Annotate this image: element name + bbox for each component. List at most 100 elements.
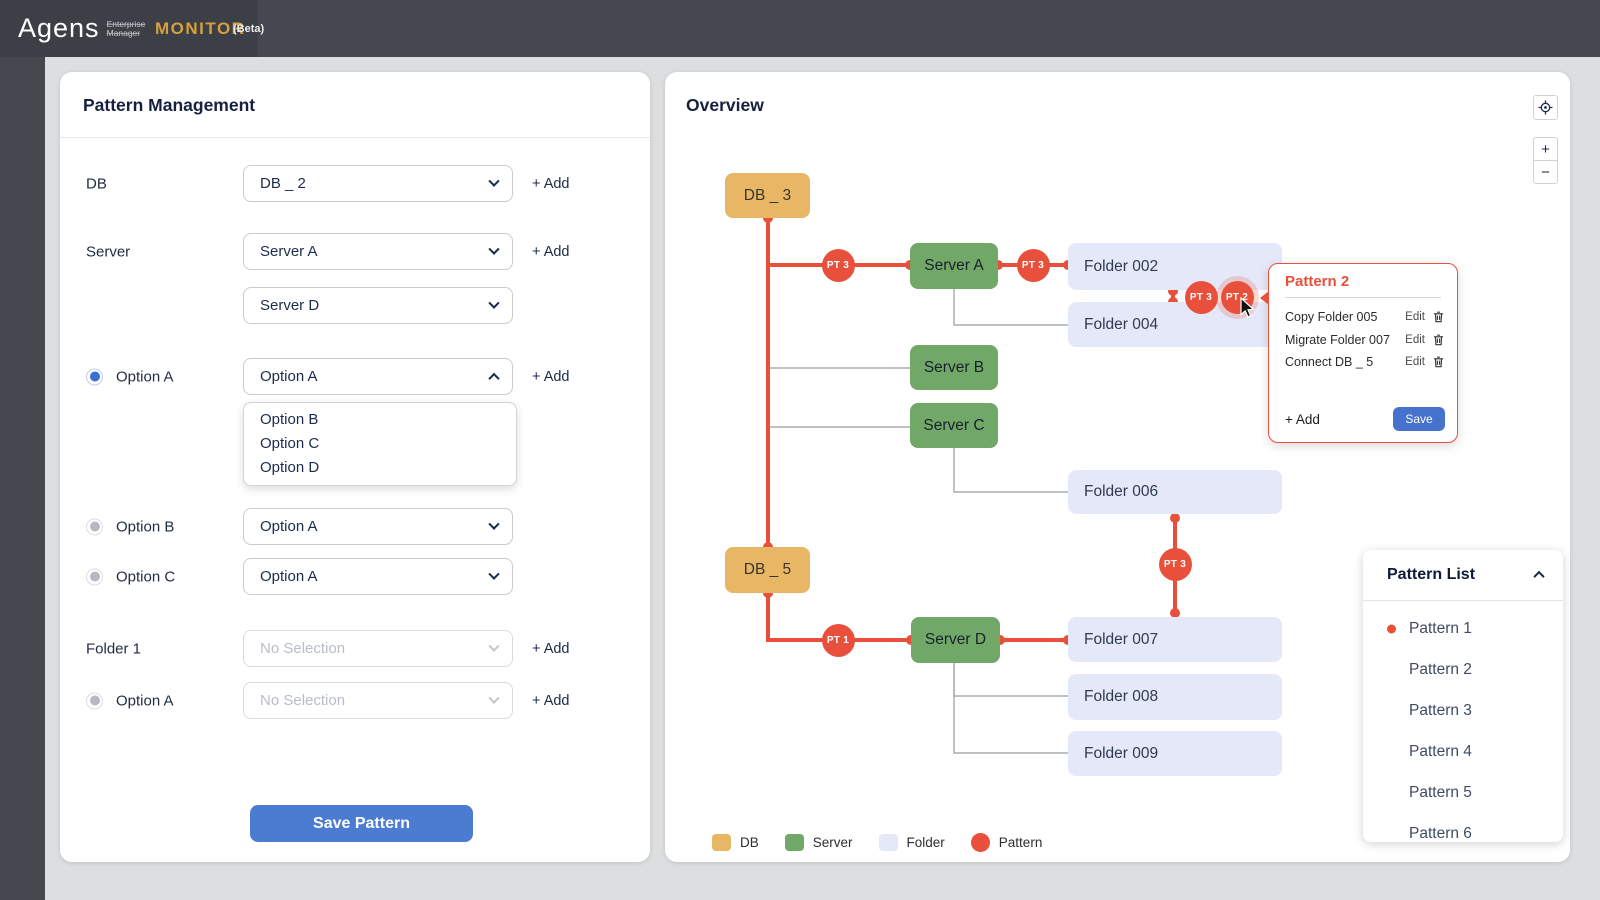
trash-icon[interactable] <box>1433 311 1444 323</box>
node-serverA[interactable]: Server A <box>910 243 998 289</box>
chevron-down-icon <box>488 297 500 309</box>
pattern-list-item[interactable]: Pattern 1 <box>1363 608 1563 649</box>
fit-view-button[interactable] <box>1533 95 1558 120</box>
option-item-d[interactable]: Option D <box>260 459 320 476</box>
pattern-step-name: Connect DB _ 5 <box>1285 355 1374 370</box>
add-folder-option-button[interactable]: + Add <box>532 692 570 709</box>
server-dropdown[interactable]: Server A <box>243 233 513 270</box>
pattern-list-item-label: Pattern 2 <box>1409 660 1472 678</box>
pattern-badge[interactable]: PT 1 <box>821 623 855 657</box>
pattern-popup: Pattern 2 Copy Folder 005 Edit Migrate F… <box>1260 263 1458 443</box>
pattern-list-item-label: Pattern 5 <box>1409 783 1472 801</box>
trash-icon[interactable] <box>1433 334 1444 346</box>
server-dropdown-value: Server A <box>260 243 318 260</box>
db-dropdown[interactable]: DB _ 2 <box>243 165 513 202</box>
chevron-down-icon <box>488 175 500 187</box>
popup-arrow-icon <box>1260 291 1269 305</box>
add-option-a-button[interactable]: + Add <box>532 368 570 385</box>
node-folder009[interactable]: Folder 009 <box>1068 731 1282 776</box>
server-d-dropdown[interactable]: Server D <box>243 287 513 324</box>
folder-option-a-dropdown-value: No Selection <box>260 692 346 709</box>
server-label: Server <box>86 243 131 260</box>
form-row-option-c: Option C Option A <box>60 558 650 595</box>
node-folder002[interactable]: Folder 002 <box>1068 243 1282 290</box>
pattern-management-title: Pattern Management <box>83 95 256 115</box>
pattern-badge[interactable]: PT 2 <box>1220 280 1254 314</box>
form-row-folder-1: Folder 1 No Selection + Add <box>60 630 650 667</box>
pattern-management-form: DB DB _ 2 + Add Server Server A + Add Se… <box>60 72 650 862</box>
form-row-folder-option-a: Option A No Selection + Add <box>60 682 650 719</box>
node-db3[interactable]: DB _ 3 <box>725 173 810 218</box>
pattern-list-header[interactable]: Pattern List <box>1363 550 1563 601</box>
add-folder-button[interactable]: + Add <box>532 640 570 657</box>
node-folder004[interactable]: Folder 004 <box>1068 302 1282 347</box>
add-server-button[interactable]: + Add <box>532 243 570 260</box>
option-a-dropdown-value: Option A <box>260 368 318 385</box>
option-c-dropdown[interactable]: Option A <box>243 558 513 595</box>
node-serverB[interactable]: Server B <box>910 345 998 390</box>
pattern-badge[interactable]: PT 3 <box>821 248 855 282</box>
zoom-in-button[interactable]: + <box>1533 137 1558 161</box>
left-sidebar <box>0 57 45 900</box>
beta-tag: (Beta) <box>233 23 265 35</box>
pattern-list-item[interactable]: Pattern 6 <box>1363 813 1563 854</box>
pattern-list-item[interactable]: Pattern 2 <box>1363 649 1563 690</box>
pattern-list-item-label: Pattern 1 <box>1409 619 1472 637</box>
legend-label: DB <box>740 835 759 850</box>
edit-button[interactable]: Edit <box>1405 333 1425 346</box>
option-a-label: Option A <box>116 368 174 385</box>
option-b-radio[interactable] <box>86 518 103 535</box>
folder-option-a-dropdown[interactable]: No Selection <box>243 682 513 719</box>
form-row-option-a: Option A Option A + Add <box>60 358 650 395</box>
pattern-step-name: Copy Folder 005 <box>1285 310 1378 325</box>
option-b-dropdown[interactable]: Option A <box>243 508 513 545</box>
popup-add-button[interactable]: + Add <box>1285 411 1320 427</box>
option-a-radio[interactable] <box>86 368 103 385</box>
popup-row: Copy Folder 005 Edit <box>1285 306 1444 329</box>
save-pattern-button[interactable]: Save Pattern <box>250 805 473 842</box>
edit-button[interactable]: Edit <box>1405 356 1425 369</box>
node-folder007[interactable]: Folder 007 <box>1068 617 1282 662</box>
node-serverC[interactable]: Server C <box>910 403 998 448</box>
diagram-legend: DB Server Folder Pattern <box>712 833 1042 852</box>
pattern-step-name: Migrate Folder 007 <box>1285 332 1390 347</box>
popup-row: Migrate Folder 007 Edit <box>1285 329 1444 352</box>
pattern-badge[interactable]: PT 3 <box>1158 547 1192 581</box>
node-folder008[interactable]: Folder 008 <box>1068 674 1282 720</box>
option-item-b[interactable]: Option B <box>260 411 319 428</box>
db-label: DB <box>86 175 107 192</box>
pattern-list-title: Pattern List <box>1387 566 1476 583</box>
node-folder006[interactable]: Folder 006 <box>1068 470 1282 514</box>
panel-divider <box>60 137 650 138</box>
folder-option-a-radio[interactable] <box>86 692 103 709</box>
node-serverD[interactable]: Server D <box>911 617 1000 663</box>
edit-button[interactable]: Edit <box>1405 311 1425 324</box>
trash-icon[interactable] <box>1433 356 1444 368</box>
app-name: MONITOR <box>155 19 246 38</box>
popup-save-button[interactable]: Save <box>1393 407 1445 431</box>
add-db-button[interactable]: + Add <box>532 175 570 192</box>
overview-title: Overview <box>686 95 764 115</box>
db-swatch <box>712 834 731 851</box>
folder-1-dropdown-value: No Selection <box>260 640 346 657</box>
option-c-label: Option C <box>116 568 176 585</box>
legend-item-db: DB <box>712 834 759 851</box>
pattern-list-item[interactable]: Pattern 3 <box>1363 690 1563 731</box>
zoom-out-button[interactable]: − <box>1533 160 1558 184</box>
pattern-badge[interactable]: PT 3 <box>1016 248 1050 282</box>
popup-row: Connect DB _ 5 Edit <box>1285 351 1444 374</box>
pattern-list-item[interactable]: Pattern 4 <box>1363 731 1563 772</box>
option-a-dropdown[interactable]: Option A <box>243 358 513 395</box>
popup-divider <box>1285 297 1441 298</box>
chevron-up-icon <box>488 372 500 384</box>
option-a-open-list: Option B Option C Option D <box>243 402 517 486</box>
node-db5[interactable]: DB _ 5 <box>725 547 810 593</box>
pattern-list-item-label: Pattern 6 <box>1409 824 1472 842</box>
option-item-c[interactable]: Option C <box>260 435 320 452</box>
form-row-server-d: Server D <box>60 287 650 324</box>
option-c-radio[interactable] <box>86 568 103 585</box>
pattern-badge[interactable]: PT 3 <box>1184 280 1218 314</box>
chevron-down-icon <box>488 518 500 530</box>
pattern-list-item[interactable]: Pattern 5 <box>1363 772 1563 813</box>
folder-1-dropdown[interactable]: No Selection <box>243 630 513 667</box>
